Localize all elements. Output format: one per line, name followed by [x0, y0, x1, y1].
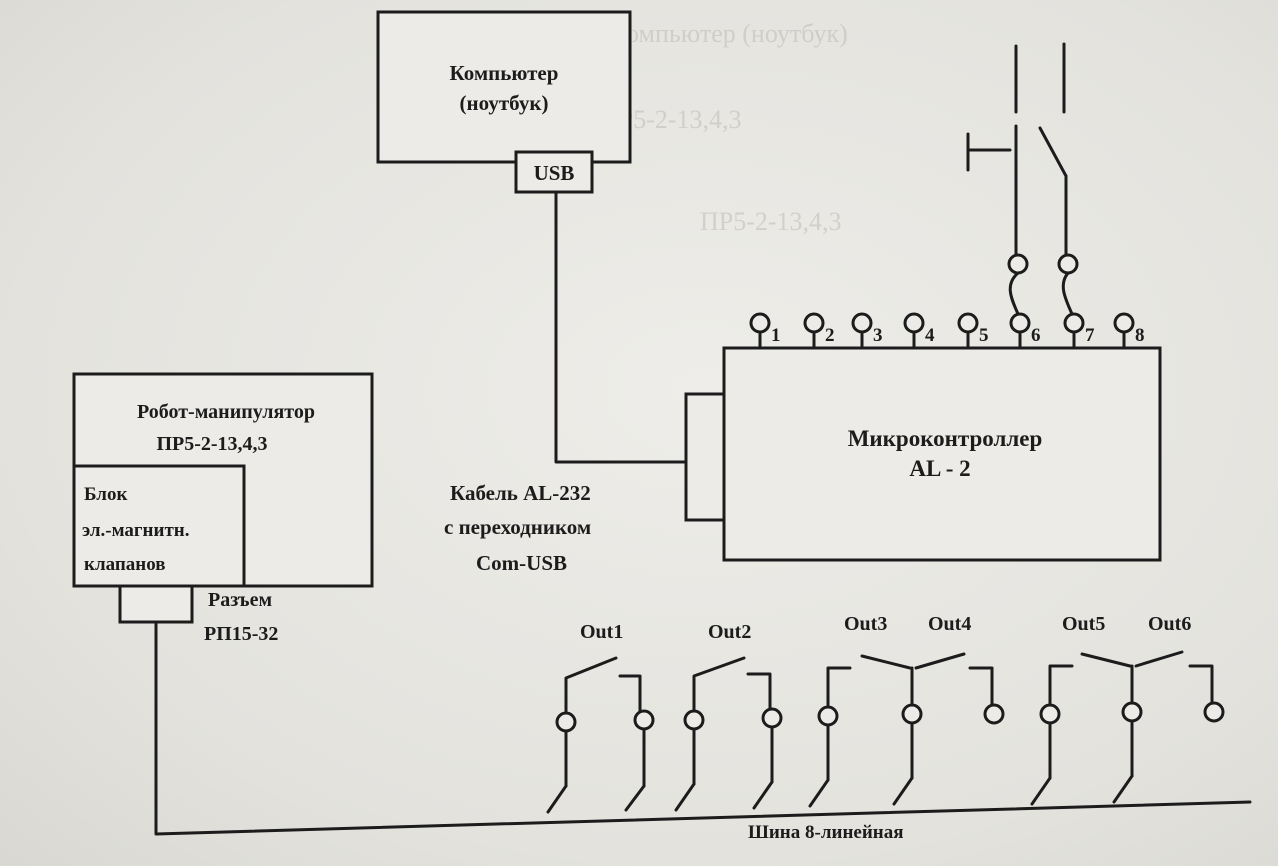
terminal-label: 5 — [979, 325, 989, 346]
output-out5-out6: Out5 Out6 — [1030, 613, 1225, 806]
cable-label-3: Com-USB — [476, 551, 567, 575]
output-out3-out4: Out3 Out4 — [808, 613, 1005, 808]
computer-box — [376, 10, 632, 164]
connector-label-1: Разъем — [208, 589, 272, 611]
valve-block-label-3: клапанов — [84, 554, 166, 575]
terminal-8: 8 — [1113, 312, 1145, 350]
connector-label-2: РП15-32 — [204, 623, 278, 645]
output-label: Out4 — [928, 613, 971, 635]
terminal-label: 3 — [873, 325, 883, 346]
terminal-label: 7 — [1085, 325, 1095, 346]
cable-label-2: с переходником — [444, 515, 591, 539]
terminal-3: 3 — [851, 312, 883, 350]
output-label: Out6 — [1148, 613, 1191, 635]
output-label: Out3 — [844, 613, 887, 635]
controller-sublabel: AL - 2 — [909, 456, 970, 481]
terminal-label: 4 — [925, 325, 935, 346]
robot-model: ПР5-2-13,4,3 — [156, 433, 267, 455]
terminal-4: 4 — [903, 312, 935, 350]
bus-label: Шина 8-линейная — [748, 822, 904, 843]
terminal-label: 2 — [825, 325, 835, 346]
manual-actuator — [966, 132, 1012, 172]
cable-label-1: Кабель AL-232 — [450, 481, 591, 505]
output-out2: Out2 — [674, 621, 783, 812]
output-label: Out5 — [1062, 613, 1105, 635]
power-switch — [966, 42, 1079, 316]
bus-line — [154, 620, 1252, 836]
terminal-label: 6 — [1031, 325, 1041, 346]
terminal-7: 7 — [1063, 312, 1095, 350]
controller-box — [722, 346, 1162, 562]
ghost-text-3: ПР5-2-13,4,3 — [700, 207, 842, 236]
terminal-1: 1 — [749, 312, 781, 350]
usb-port-label: USB — [534, 161, 575, 185]
valve-block-label-1: Блок — [84, 484, 127, 505]
terminal-5: 5 — [957, 312, 989, 350]
terminal-label: 1 — [771, 325, 781, 346]
output-label: Out1 — [580, 621, 623, 643]
ghost-text-1: Компьютер (ноутбук) — [610, 19, 848, 48]
output-out1: Out1 — [546, 621, 655, 814]
terminal-6: 6 — [1009, 312, 1041, 350]
output-label: Out2 — [708, 621, 751, 643]
terminal-2: 2 — [803, 312, 835, 350]
usb-port — [514, 150, 594, 194]
computer-sublabel: (ноутбук) — [460, 91, 549, 115]
robot-label: Робот-манипулятор — [137, 401, 315, 423]
cable-line — [554, 190, 688, 464]
connector-box — [118, 584, 194, 624]
valve-block-label-2: эл.-магнитн. — [82, 520, 189, 541]
computer-label: Компьютер — [450, 61, 559, 85]
controller-label: Микроконтроллер — [848, 426, 1043, 451]
terminal-label: 8 — [1135, 325, 1145, 346]
controller-port — [684, 392, 728, 522]
